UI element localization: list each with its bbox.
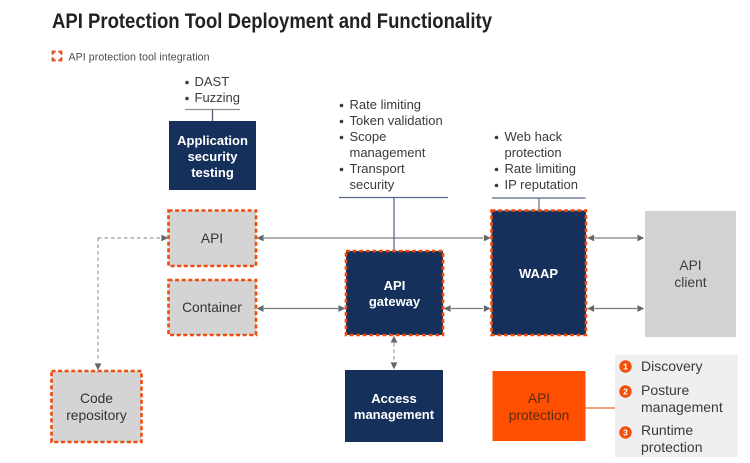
svg-text:3: 3 bbox=[623, 428, 628, 438]
svg-text:API protection tool integratio: API protection tool integration bbox=[69, 52, 210, 64]
svg-text:Posture: Posture bbox=[641, 382, 689, 398]
svg-text:WAAP: WAAP bbox=[519, 266, 558, 281]
svg-text:Code: Code bbox=[80, 391, 113, 406]
svg-text:security: security bbox=[350, 177, 395, 192]
svg-text:management: management bbox=[641, 399, 723, 415]
svg-text:Access: Access bbox=[371, 391, 417, 406]
svg-text:Rate limiting: Rate limiting bbox=[350, 97, 422, 112]
svg-text:DAST: DAST bbox=[195, 74, 230, 89]
svg-text:2: 2 bbox=[623, 387, 628, 397]
svg-text:management: management bbox=[350, 145, 426, 160]
svg-text:protection: protection bbox=[641, 439, 702, 455]
svg-text:Scope: Scope bbox=[350, 129, 387, 144]
svg-text:Token validation: Token validation bbox=[350, 113, 443, 128]
svg-text:protection: protection bbox=[505, 145, 562, 160]
svg-text:testing: testing bbox=[191, 165, 234, 180]
svg-text:Fuzzing: Fuzzing bbox=[195, 90, 241, 105]
svg-text:1: 1 bbox=[623, 362, 628, 372]
svg-text:client: client bbox=[674, 275, 706, 290]
svg-text:Web hack: Web hack bbox=[505, 129, 563, 144]
svg-text:API Protection Tool Deployment: API Protection Tool Deployment and Funct… bbox=[52, 9, 492, 33]
svg-text:IP reputation: IP reputation bbox=[505, 177, 578, 192]
svg-text:API: API bbox=[528, 391, 550, 406]
svg-text:Runtime: Runtime bbox=[641, 422, 693, 438]
svg-text:Container: Container bbox=[182, 300, 242, 315]
svg-text:repository: repository bbox=[66, 408, 127, 423]
svg-text:protection: protection bbox=[509, 408, 570, 423]
svg-text:Rate limiting: Rate limiting bbox=[505, 161, 577, 176]
svg-text:Application: Application bbox=[177, 133, 248, 148]
svg-text:management: management bbox=[354, 407, 435, 422]
svg-text:gateway: gateway bbox=[369, 294, 421, 309]
svg-text:API: API bbox=[384, 278, 406, 293]
svg-text:API: API bbox=[201, 231, 223, 246]
svg-text:Transport: Transport bbox=[350, 161, 406, 176]
svg-text:Discovery: Discovery bbox=[641, 358, 702, 374]
svg-text:API: API bbox=[679, 258, 701, 273]
svg-text:security: security bbox=[188, 149, 239, 164]
